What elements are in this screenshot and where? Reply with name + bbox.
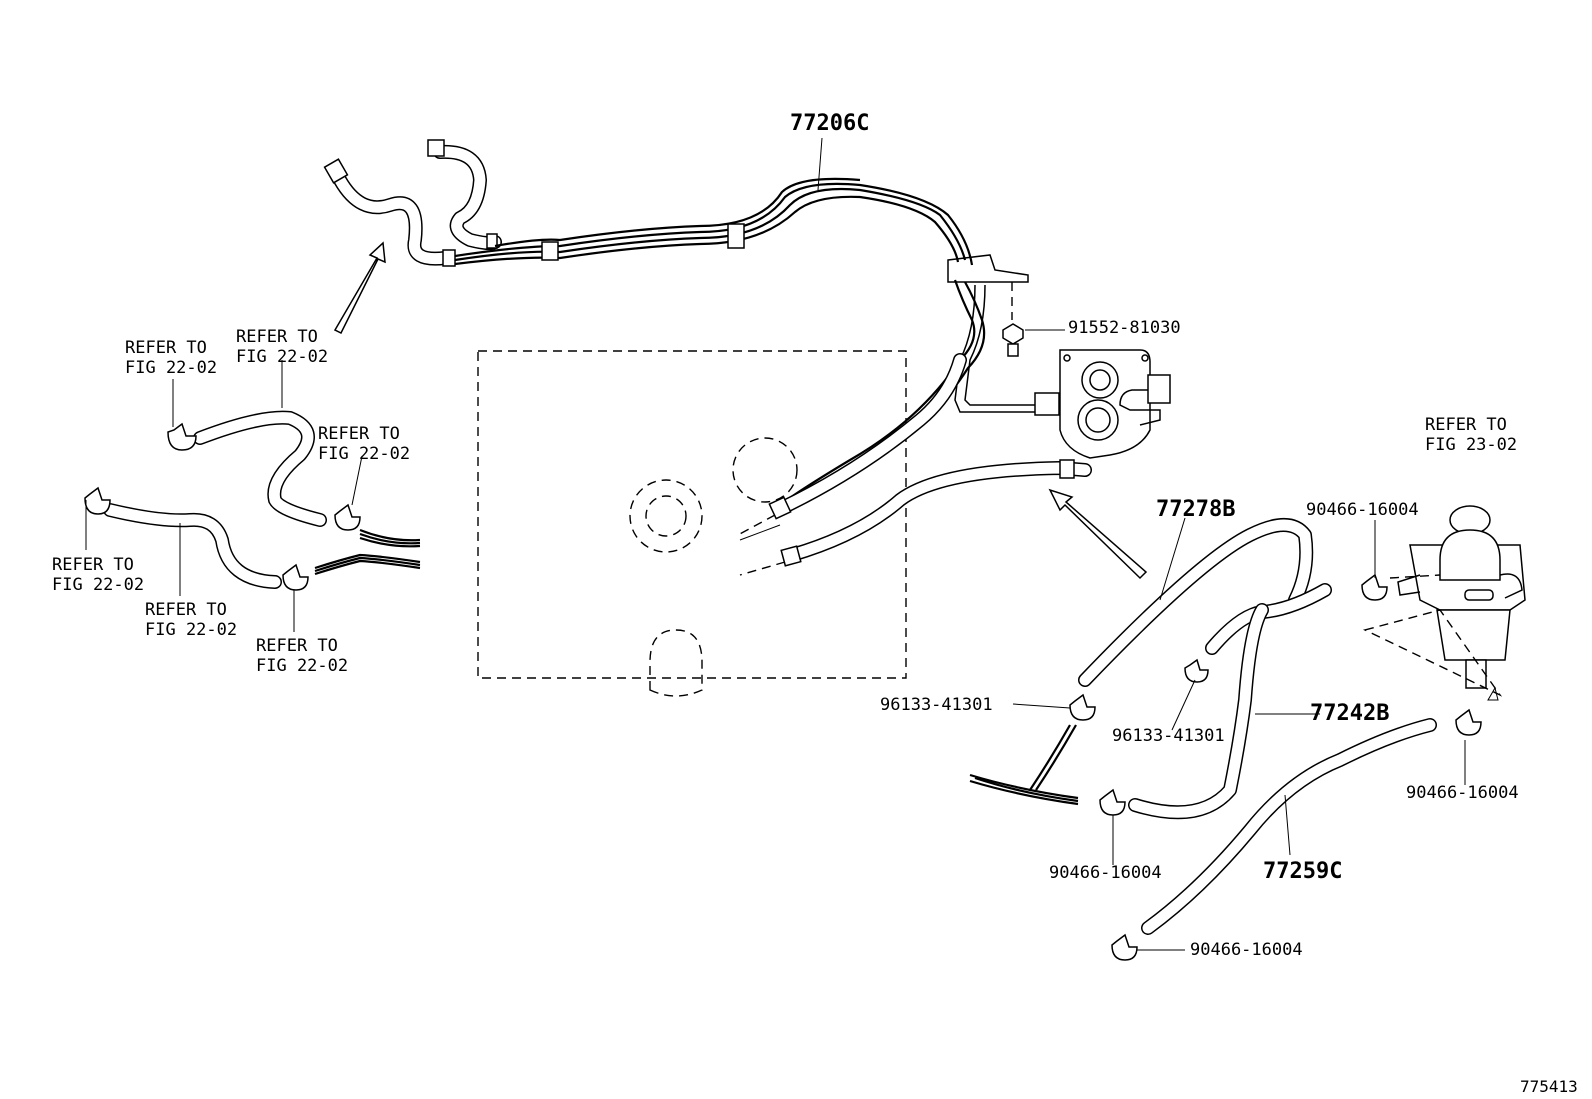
callout-90466-16004-d: 90466-16004 [1190, 940, 1303, 960]
refer-note-3: REFER TO FIG 22-02 [318, 424, 411, 464]
right-hoses [817, 137, 1482, 961]
tank-pump-circle [629, 479, 703, 553]
arrows [333, 241, 1148, 580]
callout-77259c: 77259C [1263, 859, 1343, 884]
tank-dome [649, 629, 703, 697]
refer-note-4: REFER TO FIG 22-02 [52, 555, 145, 595]
callout-96133-41301-b: 96133-41301 [1112, 726, 1225, 746]
bolt-91552 [1002, 282, 1065, 357]
callout-90466-16004-b: 90466-16004 [1406, 783, 1519, 803]
canister-assembly [1362, 505, 1526, 701]
callout-90466-16004-c: 90466-16004 [1049, 863, 1162, 883]
callout-77206c: 77206C [790, 111, 870, 136]
tank-sender-circle [732, 437, 798, 503]
refer-note-1: REFER TO FIG 22-02 [125, 338, 218, 378]
callout-91552-81030: 91552-81030 [1068, 318, 1181, 338]
tank-pump-inner-circle [645, 495, 687, 537]
refer-note-6: REFER TO FIG 22-02 [256, 636, 349, 676]
callout-77278b: 77278B [1156, 497, 1236, 522]
refer-note-2: REFER TO FIG 22-02 [236, 327, 329, 367]
fuel-tank-outline [477, 350, 907, 679]
callout-90466-16004-a: 90466-16004 [1306, 500, 1419, 520]
callout-77242b: 77242B [1310, 701, 1390, 726]
refer-note-5: REFER TO FIG 22-02 [145, 600, 238, 640]
fuel-tubes [737, 353, 1092, 576]
left-hoses [84, 360, 421, 632]
wire-harness-77206c [323, 139, 1040, 513]
illustration-id: 775413 [1520, 1077, 1578, 1096]
refer-note-7: REFER TO FIG 23-02 [1425, 415, 1518, 455]
callout-96133-41301-a: 96133-41301 [880, 695, 993, 715]
pump-valve-assembly [1034, 349, 1171, 459]
